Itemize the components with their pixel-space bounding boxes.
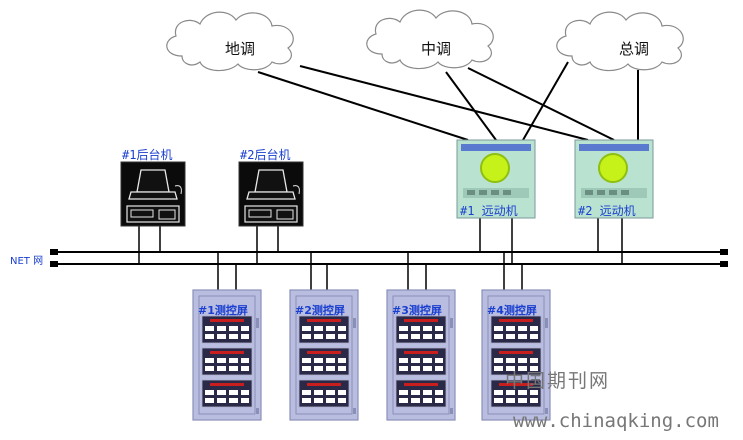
backend-label-1: #1后台机 — [122, 148, 173, 162]
net-label: NET 网 — [10, 256, 44, 267]
backend-computer-2 — [238, 161, 304, 227]
net-bus — [50, 249, 728, 267]
backend-computer-1 — [120, 161, 186, 227]
panel-label-4: #4测控屏 — [487, 304, 537, 317]
rtu-label-2: #2 远动机 — [578, 204, 636, 218]
panel-label-2: #2测控屏 — [295, 304, 345, 317]
bus-drops — [138, 218, 623, 292]
control-panel-3 — [386, 289, 456, 421]
backend-label-2: #2后台机 — [240, 148, 291, 162]
rtu-label-1: #1 远动机 — [460, 204, 518, 218]
panel-label-3: #3测控屏 — [392, 304, 442, 317]
cloud-label-general: 总调 — [618, 40, 649, 58]
watermark-site-name: 中国期刊网 — [505, 370, 611, 392]
panel-label-1: #1测控屏 — [198, 304, 248, 317]
cloud-label-central: 中调 — [420, 40, 451, 58]
watermark-url: www.chinaqking.com — [513, 410, 719, 432]
wan-links — [257, 61, 639, 141]
cloud-label-regional: 地调 — [224, 40, 255, 58]
control-panel-1 — [192, 289, 262, 421]
control-panel-2 — [289, 289, 359, 421]
control-panel-4 — [481, 289, 551, 421]
